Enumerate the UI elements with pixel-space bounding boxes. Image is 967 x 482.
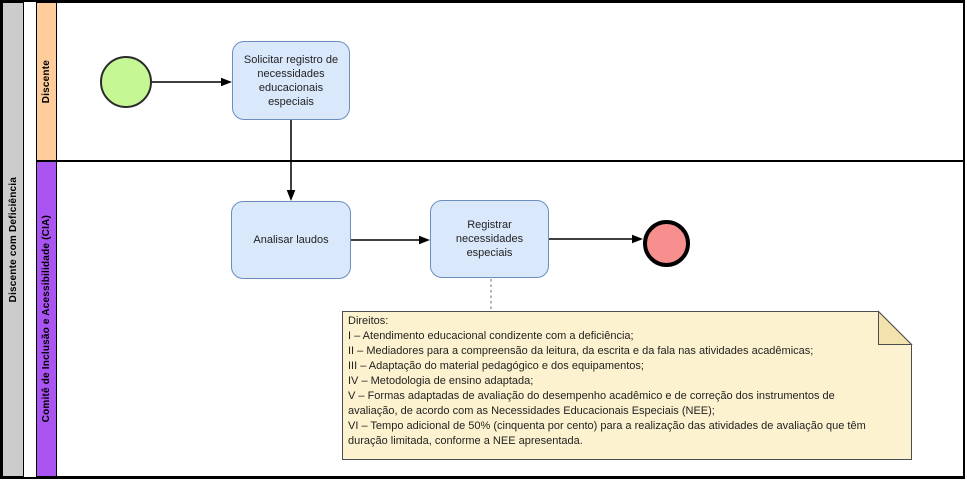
task-solicitar-registro: Solicitar registro de necessidades educa… bbox=[232, 41, 350, 120]
task-registrar-necessidades-label: Registrar necessidades especiais bbox=[455, 219, 524, 259]
lane-discente-label-bar: Discente bbox=[36, 2, 57, 161]
task-analisar-laudos-label: Analisar laudos bbox=[253, 234, 329, 246]
lane-cia-label: Comitê de Inclusão e Acessibilidade (CIA… bbox=[41, 215, 52, 423]
annotation-note-text: Direitos: I – Atendimento educacional co… bbox=[348, 315, 866, 447]
pool-label: Discente com Deficiência bbox=[7, 176, 19, 303]
task-registrar-necessidades: Registrar necessidades especiais bbox=[430, 200, 549, 278]
pool-label-bar: Discente com Deficiência bbox=[2, 2, 24, 477]
task-solicitar-registro-label: Solicitar registro de necessidades educa… bbox=[243, 53, 339, 108]
lane-discente bbox=[36, 2, 964, 161]
task-analisar-laudos: Analisar laudos bbox=[231, 201, 351, 279]
lane-cia-label-bar: Comitê de Inclusão e Acessibilidade (CIA… bbox=[36, 161, 57, 477]
start-event bbox=[100, 56, 152, 108]
lane-discente-label: Discente bbox=[41, 59, 52, 104]
end-event bbox=[643, 220, 690, 267]
